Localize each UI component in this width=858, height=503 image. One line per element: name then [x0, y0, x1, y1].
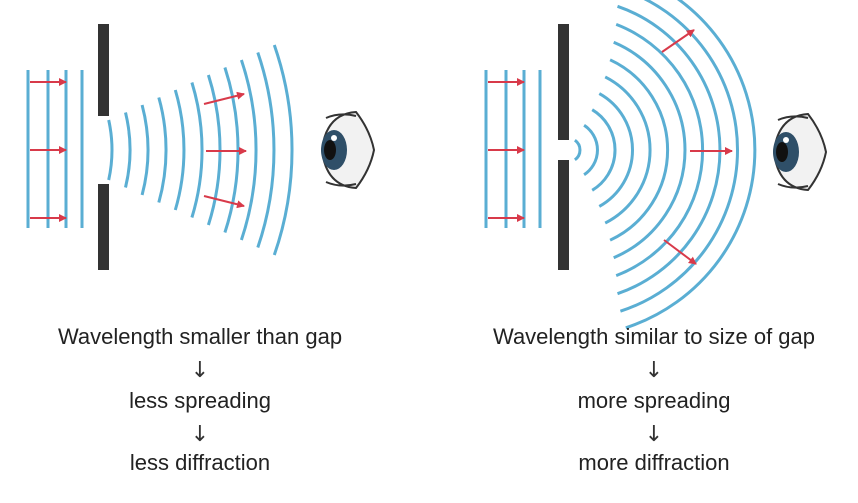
diffracted-wavefront [140, 104, 150, 196]
diffracted-wavefront [272, 44, 294, 256]
diffracted-wavefront [591, 108, 617, 192]
diffracted-wavefront [625, 0, 757, 330]
eye-icon [320, 110, 376, 190]
left-caption-line1: Wavelength smaller than gap [57, 324, 343, 349]
barrier-top [558, 24, 569, 140]
left-diffracted-waves [107, 44, 294, 256]
right-diffracted-arrows [661, 29, 733, 265]
barrier-bottom [98, 184, 109, 270]
diffracted-wavefront [609, 58, 670, 242]
diffracted-wavefront [107, 119, 114, 181]
right-caption-line2: more spreading [577, 388, 731, 413]
barrier-bottom [558, 160, 569, 270]
eye-icon [772, 112, 828, 192]
right-caption-line1: Wavelength similar to size of gap [493, 324, 815, 349]
right-barrier [558, 24, 569, 270]
down-arrow-icon: ↓ [190, 422, 210, 447]
right-caption-line3: more diffraction [578, 450, 730, 475]
left-panel [26, 24, 376, 270]
left-caption-line2: less spreading [129, 388, 271, 413]
left-diffracted-arrows [203, 91, 247, 209]
diffracted-wavefront [573, 138, 582, 162]
right-panel [484, 0, 828, 330]
diffracted-wavefront [613, 40, 687, 260]
diffracted-wavefront [615, 22, 705, 278]
diffracted-wavefront [157, 97, 168, 203]
left-barrier [98, 24, 109, 270]
diffracted-wavefront [173, 89, 186, 211]
diffracted-arrow [203, 195, 245, 209]
barrier-top [98, 24, 109, 116]
diffracted-wavefront [604, 75, 652, 225]
diffracted-arrow [663, 239, 697, 265]
diffracted-wavefront [583, 124, 599, 176]
diffracted-wavefront [124, 112, 132, 188]
diffracted-wavefront [619, 0, 740, 313]
right-incident-arrows [488, 78, 525, 222]
down-arrow-icon: ↓ [644, 358, 664, 383]
diffracted-wavefront [190, 82, 204, 218]
left-incident-arrows [30, 78, 67, 222]
diffracted-arrow [661, 29, 695, 53]
diffracted-wavefront [598, 92, 634, 208]
down-arrow-icon: ↓ [190, 358, 210, 383]
diffracted-wavefront [256, 52, 276, 248]
diffracted-arrow [203, 91, 245, 105]
down-arrow-icon: ↓ [644, 422, 664, 447]
diffracted-wavefront [239, 59, 258, 241]
left-caption-line3: less diffraction [129, 450, 271, 475]
